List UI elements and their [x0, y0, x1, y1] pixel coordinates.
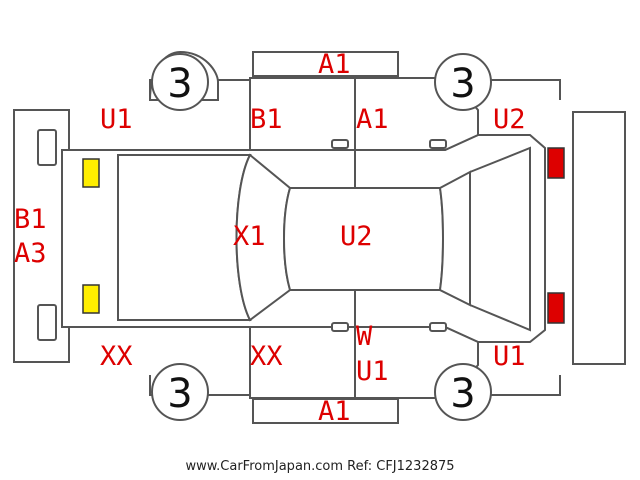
rear-lamp-top [547, 147, 565, 179]
rear-window [438, 170, 471, 307]
front-lamp-bottom [82, 284, 100, 314]
code-front-bumper-2: A3 [14, 238, 47, 269]
hood [117, 154, 252, 321]
code-bottom-side-panel: A1 [318, 396, 351, 427]
front-lamp-top [82, 158, 100, 188]
tire-front-right-label: 3 [167, 371, 192, 417]
tailgate [469, 146, 531, 332]
top-side-panel [252, 51, 399, 77]
rear-bumper [572, 111, 626, 365]
front-bumper-light-bottom [37, 304, 57, 341]
rear-lamp-bottom [547, 292, 565, 324]
code-roof: U2 [340, 221, 373, 252]
top-rear-handle [429, 139, 447, 149]
code-rear-top: U2 [493, 104, 526, 135]
tire-front-left-label: 3 [167, 61, 192, 107]
code-front-bumper-1: B1 [14, 204, 47, 235]
code-front-top: U1 [100, 104, 133, 135]
tire-rear-left: 3 [434, 53, 492, 111]
code-rear-bottom: U1 [493, 341, 526, 372]
code-hood: X1 [233, 221, 266, 252]
tire-rear-right: 3 [434, 363, 492, 421]
code-top-rear-door: A1 [356, 104, 389, 135]
code-bottom-rear-door-2: U1 [356, 356, 389, 387]
tire-front-left: 3 [148, 50, 219, 111]
footer-reference: www.CarFromJapan.com Ref: CFJ1232875 [185, 459, 454, 474]
tire-rear-left-label: 3 [450, 61, 475, 107]
code-bottom-rear-door-1: W [356, 321, 373, 352]
code-bottom-front-door: XX [250, 341, 283, 372]
tire-rear-right-label: 3 [450, 371, 475, 417]
bottom-front-handle [331, 322, 349, 332]
code-top-front-door: B1 [250, 104, 283, 135]
tire-front-right: 3 [151, 363, 209, 421]
code-front-bottom: XX [100, 341, 133, 372]
top-front-handle [331, 139, 349, 149]
front-bumper-light-top [37, 129, 57, 166]
code-top-side-panel: A1 [318, 49, 351, 80]
bottom-rear-handle [429, 322, 447, 332]
